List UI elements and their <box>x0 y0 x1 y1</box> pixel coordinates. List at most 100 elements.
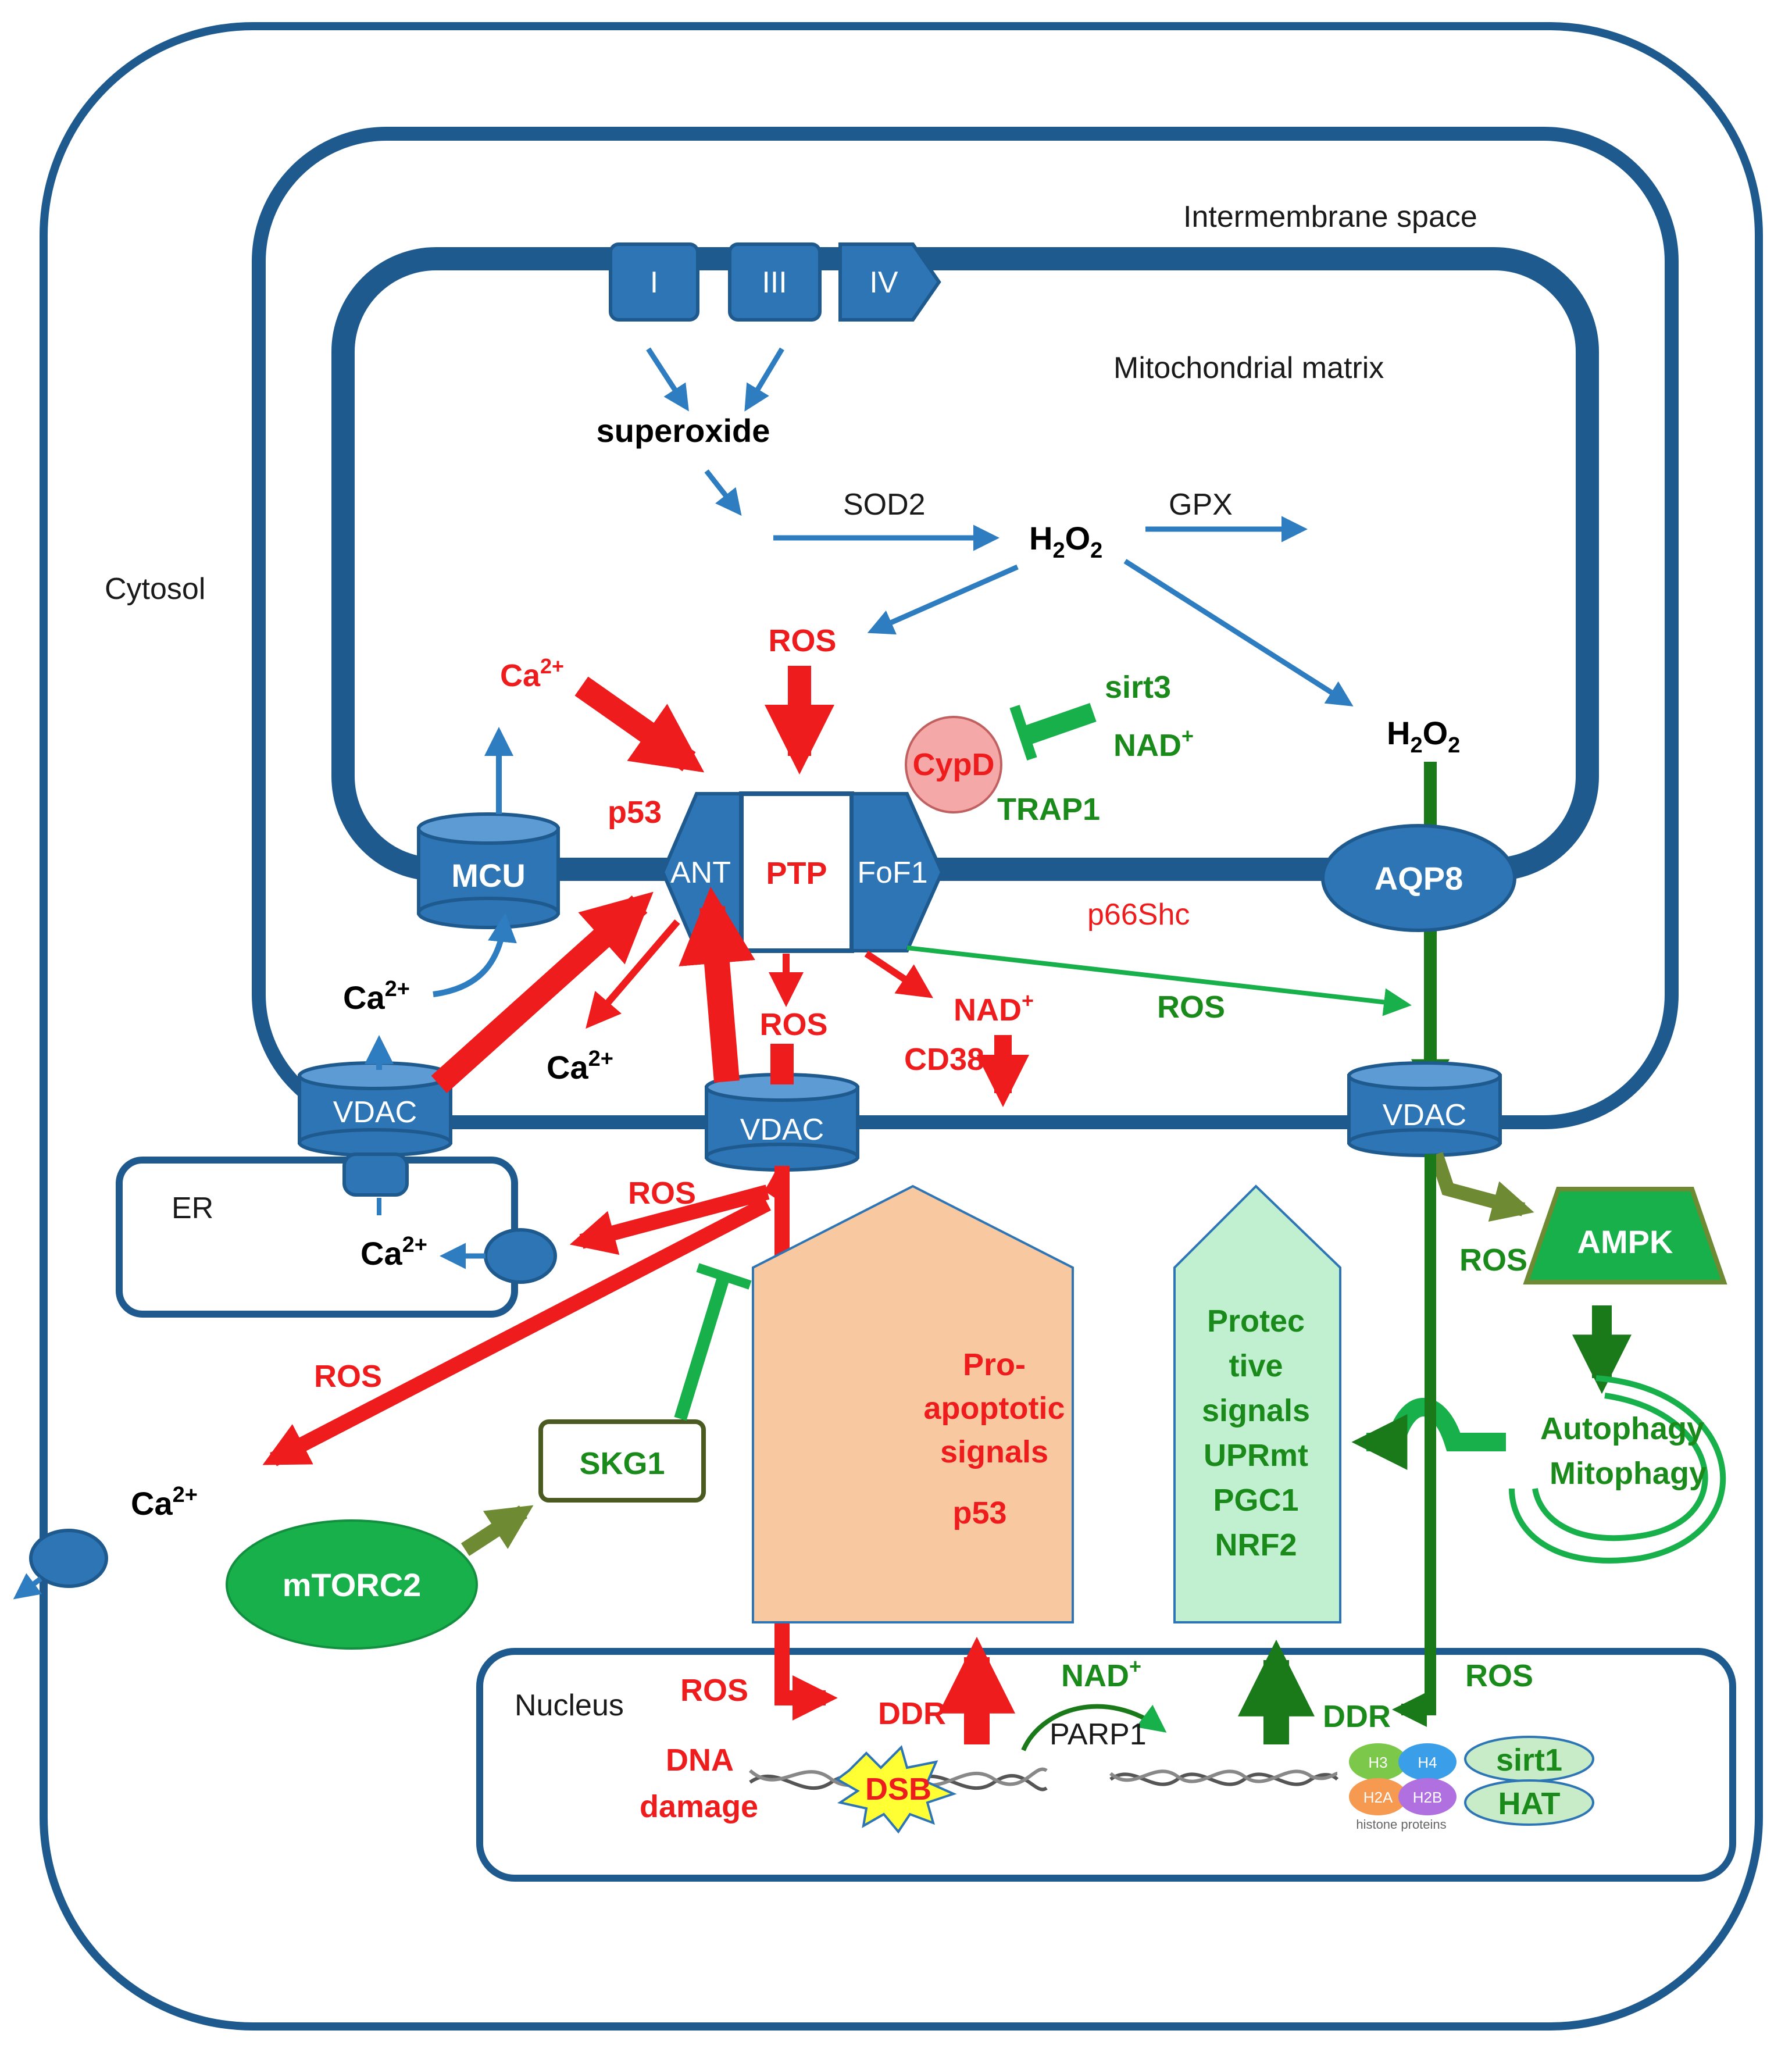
outer-mitochondrial-membrane <box>252 127 1679 1129</box>
label-gpx: GPX <box>1169 488 1233 522</box>
label-ddr-left: DDR <box>878 1696 946 1731</box>
label-cd38: CD38 <box>904 1042 984 1077</box>
svg-text:p53: p53 <box>952 1496 1006 1530</box>
autophagy-crescent <box>1509 1375 1726 1564</box>
label-ros-green: ROS <box>1157 990 1225 1025</box>
svg-text:ANT: ANT <box>670 856 731 890</box>
label-mitophagy: Mitophagy <box>1550 1456 1707 1491</box>
label-superoxide: superoxide <box>597 412 770 449</box>
svg-text:apoptotic: apoptotic <box>924 1391 1065 1426</box>
svg-text:VDAC: VDAC <box>1383 1098 1466 1132</box>
svg-text:H2O2: H2O2 <box>1387 715 1460 758</box>
etc-complex-iii: III <box>728 242 822 322</box>
svg-text:Ca2+: Ca2+ <box>547 1047 613 1086</box>
svg-text:NRF2: NRF2 <box>1215 1528 1297 1562</box>
pro-apoptotic-signals: Pro- apoptotic signals p53 <box>752 1184 1074 1623</box>
arrow-vdac-to-ampk <box>1429 1152 1534 1222</box>
label-ros-nucleus-left: ROS <box>680 1673 748 1708</box>
svg-text:MCU: MCU <box>451 857 526 894</box>
etc-complex-i: I <box>609 242 699 322</box>
hat-badge: HAT <box>1464 1779 1594 1826</box>
svg-text:DSB: DSB <box>865 1772 931 1807</box>
svg-text:AMPK: AMPK <box>1577 1223 1673 1260</box>
label-ros-intermembrane: ROS <box>759 1007 827 1042</box>
vdac-er-stalk <box>342 1152 409 1197</box>
plasma-membrane-channel <box>29 1529 108 1588</box>
label-damage: damage <box>640 1789 758 1824</box>
arrow-mtorc2-to-skg1 <box>461 1505 534 1556</box>
label-nad-nucleus: NAD+ <box>1061 1654 1141 1693</box>
arrow-complex-i-to-superoxide <box>646 347 689 412</box>
svg-text:UPRmt: UPRmt <box>1204 1438 1308 1473</box>
svg-text:histone proteins: histone proteins <box>1356 1817 1446 1832</box>
dsb-burst: DSB <box>835 1745 957 1834</box>
svg-text:SKG1: SKG1 <box>579 1446 665 1481</box>
arrow-superoxide-down <box>704 469 742 516</box>
inner-mitochondrial-membrane <box>331 247 1599 881</box>
label-sirt3: sirt3 <box>1105 670 1171 705</box>
svg-text:Ca2+: Ca2+ <box>500 654 564 693</box>
skg1-inhibition-arrow <box>674 1263 752 1421</box>
label-p66shc: p66Shc <box>1087 898 1190 932</box>
label-ros-matrix: ROS <box>768 623 836 658</box>
label-p53-matrix: p53 <box>608 795 662 830</box>
mtorc2-ellipse: mTORC2 <box>226 1519 478 1650</box>
arrow-ptp-release-ca <box>586 919 680 1029</box>
svg-text:NAD+: NAD+ <box>954 989 1034 1027</box>
arrow-complex-iii-to-superoxide <box>744 347 784 412</box>
mcu-channel: MCU <box>417 812 560 929</box>
svg-text:H4: H4 <box>1418 1754 1437 1771</box>
svg-text:IV: IV <box>869 266 898 299</box>
arrow-ca-to-ptp <box>574 676 705 773</box>
cypd-protein: CypD <box>905 716 1002 813</box>
label-ros-nucleus-right: ROS <box>1465 1658 1533 1693</box>
er-channel <box>484 1228 557 1284</box>
label-mitochondrial-matrix: Mitochondrial matrix <box>1113 351 1384 385</box>
label-ca-er: Ca2+ <box>360 1233 427 1272</box>
sirt1-badge: sirt1 <box>1464 1736 1594 1782</box>
label-ca-cytosol: Ca2+ <box>131 1483 198 1522</box>
svg-text:NAD+: NAD+ <box>1061 1654 1141 1693</box>
svg-text:FoF1: FoF1 <box>857 856 927 890</box>
arrow-vdac-to-ant <box>431 891 654 1093</box>
svg-text:H3: H3 <box>1368 1754 1387 1771</box>
etc-complex-iv: IV <box>838 242 941 322</box>
label-ca-intermembrane-mid: Ca2+ <box>547 1047 613 1086</box>
svg-text:PTP: PTP <box>766 856 827 891</box>
arrow-h2o2-to-aqp8 <box>1123 559 1354 706</box>
label-nucleus: Nucleus <box>515 1689 624 1722</box>
label-ros-ampk: ROS <box>1459 1243 1527 1277</box>
label-ddr-right: DDR <box>1323 1699 1391 1734</box>
arrow-vdac-right-to-nucleus <box>1392 1154 1436 1727</box>
skg1-box: SKG1 <box>538 1419 706 1503</box>
svg-text:Ca2+: Ca2+ <box>343 977 410 1016</box>
vdac-right: VDAC <box>1347 1061 1502 1157</box>
label-h2o2-right: H2O2 <box>1387 715 1460 758</box>
label-ros-to-er: ROS <box>628 1176 696 1211</box>
label-ca-matrix: Ca2+ <box>500 654 564 693</box>
label-autophagy: Autophagy <box>1540 1411 1704 1446</box>
label-ca-intermembrane-left: Ca2+ <box>343 977 410 1016</box>
arrow-ptp-to-nad <box>864 951 933 998</box>
svg-text:III: III <box>762 266 787 299</box>
svg-text:HAT: HAT <box>1498 1786 1561 1821</box>
cell-membrane <box>40 22 1763 2031</box>
svg-text:signals: signals <box>940 1434 1048 1469</box>
label-sod2: SOD2 <box>843 488 926 522</box>
label-trap1: TRAP1 <box>997 792 1100 827</box>
arrow-parp1 <box>1021 1704 1167 1751</box>
svg-text:sirt1: sirt1 <box>1496 1743 1562 1778</box>
svg-text:NAD+: NAD+ <box>1113 724 1194 763</box>
arrow-h2o2-to-ros <box>867 564 1019 635</box>
ptp-complex: ANT PTP FoF1 <box>661 791 944 953</box>
svg-text:H2B: H2B <box>1413 1789 1443 1806</box>
histone-proteins: H3 H4 H2A H2B histone proteins <box>1349 1743 1457 1832</box>
svg-text:mTORC2: mTORC2 <box>283 1566 422 1603</box>
svg-text:H2A: H2A <box>1363 1789 1393 1806</box>
arrow-autophagy-to-protective <box>1351 1398 1506 1470</box>
arrow-vdac-center-to-ant <box>679 886 755 1083</box>
label-h2o2-matrix: H2O2 <box>1029 520 1102 563</box>
svg-text:CypD: CypD <box>912 747 994 782</box>
arrow-ros-to-cytosol-ca <box>262 1197 771 1466</box>
